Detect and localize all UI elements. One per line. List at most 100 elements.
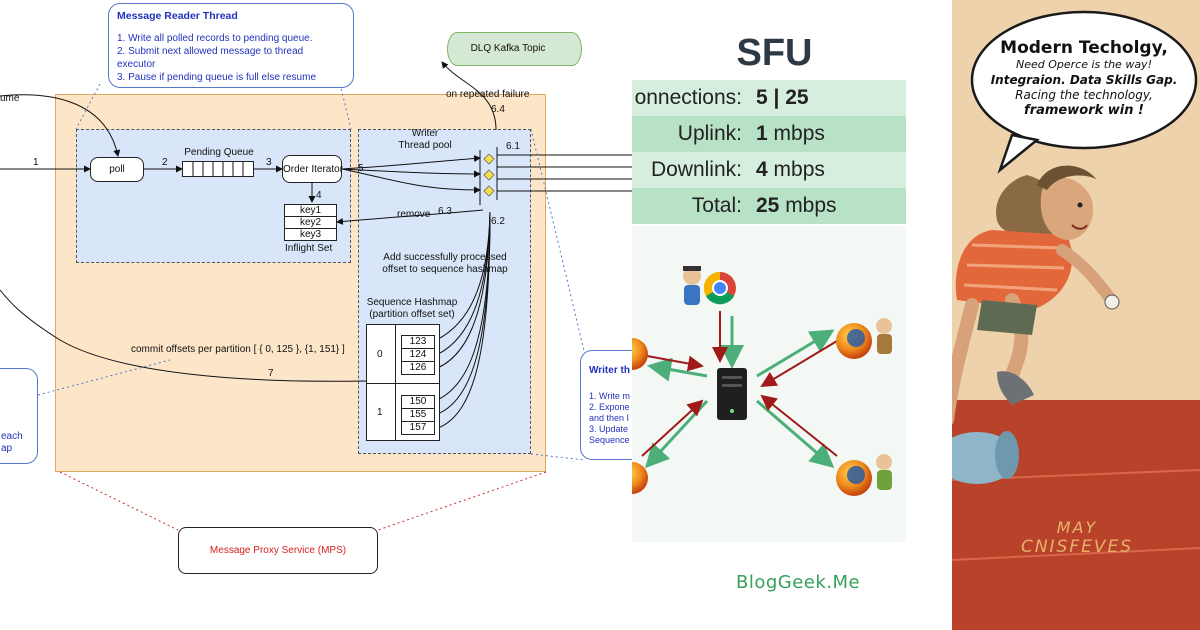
reader-note-title: Message Reader Thread	[117, 10, 238, 22]
stat-row-uplink: Uplink: 1 mbps	[632, 116, 906, 152]
add-offset-label: Add successfully processed	[383, 252, 507, 263]
offset-value: 155	[402, 409, 434, 422]
commit-label: commit offsets per partition [ { 0, 125 …	[131, 344, 345, 355]
offset-value: 126	[409, 362, 427, 373]
bubble-line: framework win !	[1024, 103, 1144, 118]
writer-note-line: and then I	[589, 413, 630, 423]
left-note-line: each	[1, 431, 23, 442]
stat-value-bold: 25	[756, 194, 780, 217]
reader-note: Message Reader Thread 1. Write all polle…	[108, 3, 354, 88]
step-label: 3	[266, 157, 272, 168]
inflight-set: key1 key2 key3	[284, 204, 337, 241]
sfu-topology	[632, 226, 906, 542]
stat-key: Downlink:	[650, 158, 742, 181]
writer-pool-label: Thread pool	[398, 140, 452, 151]
mps-box: Message Proxy Service (MPS)	[178, 527, 378, 574]
writer-thread-diamonds	[483, 154, 495, 197]
sfu-title: SFU	[736, 32, 813, 74]
step-label: 4	[316, 190, 322, 201]
stat-unit: mbps	[767, 158, 825, 181]
offset-set-p1: 150 155 157	[401, 395, 435, 435]
seq-hashmap-subtitle: (partition offset set)	[369, 309, 455, 320]
writer-note-line: 2. Expone	[589, 402, 630, 412]
step-label: 6.4	[491, 104, 505, 115]
stat-key: onnections:	[634, 86, 742, 109]
step-label: 7	[268, 368, 274, 379]
stat-value-bold: 4	[756, 158, 768, 181]
offset-value: 124	[402, 349, 434, 362]
remove-label: remove	[397, 209, 431, 220]
diagram-connectors	[0, 61, 632, 531]
stat-row-downlink: Downlink: 4 mbps	[632, 152, 906, 188]
architecture-diagram-panel: Message Reader Thread 1. Write all polle…	[0, 3, 632, 574]
seq-hashmap-title: Sequence Hashmap	[366, 297, 458, 308]
stat-value: 25 mbps	[756, 194, 837, 218]
stat-unit: mbps	[767, 122, 825, 145]
inflight-key: key1	[285, 205, 336, 217]
order-iterator-label: Order Iterator	[283, 164, 344, 175]
stat-value: 1 mbps	[756, 122, 825, 146]
reader-note-line: 3. Pause if pending queue is full else r…	[117, 72, 317, 83]
blog-brand: BlogGeek.Me	[736, 572, 861, 593]
stat-row-total: Total: 25 mbps	[632, 188, 906, 224]
dlq-topic-label: DLQ Kafka Topic	[470, 43, 546, 54]
reader-note-line: executor	[117, 59, 156, 70]
dlq-topic: DLQ Kafka Topic	[447, 32, 582, 66]
writer-note-line: Sequence	[589, 435, 630, 445]
offset-set-p0: 123 124 126	[401, 335, 435, 375]
add-offset-label: offset to sequence hashmap	[382, 264, 508, 275]
poll-box: poll	[90, 157, 144, 182]
left-note: each ap	[0, 368, 38, 464]
writer-note-title: Writer th	[589, 365, 630, 376]
writer-pool-label: Writer	[411, 128, 439, 139]
floor-line: CNISFEVES	[1020, 537, 1134, 557]
pending-queue-label: Pending Queue	[184, 147, 254, 158]
partition-id: 0	[377, 349, 383, 360]
inflight-set-label: Inflight Set	[285, 243, 333, 254]
bubble-line: Modern Techolgy,	[1000, 38, 1168, 58]
reader-note-line: 2. Submit next allowed message to thread	[117, 46, 304, 57]
offset-value: 123	[402, 336, 434, 349]
speech-bubble-text: Modern Techolgy, Need Operce is the way!…	[980, 38, 1188, 119]
bubble-line: Need Operce is the way!	[1016, 58, 1152, 71]
stat-key: Uplink:	[677, 122, 742, 145]
comic-panel: Modern Techolgy, Need Operce is the way!…	[952, 0, 1200, 630]
floor-line: MAY	[1056, 518, 1098, 537]
stat-unit: mbps	[779, 194, 837, 217]
step-label: 6.3	[438, 206, 452, 217]
step-label: 5	[358, 163, 364, 174]
seq-hashmap: 0 1 123 124 126 150 155 157	[366, 324, 440, 441]
inflight-key: key3	[299, 229, 322, 240]
pending-queue	[182, 161, 254, 177]
writer-note-line: 3. Update	[589, 424, 629, 434]
sfu-panel: SFU onnections: 5 | 25 Uplink: 1 mbps Do…	[632, 0, 952, 630]
step-label: 1	[33, 157, 39, 168]
poll-label: poll	[109, 164, 125, 175]
stat-value: 4 mbps	[756, 158, 825, 182]
writer-note: Writer th 1. Write m 2. Expone and then …	[580, 350, 632, 460]
step-label: 6.1	[506, 141, 520, 152]
stat-key: Total:	[691, 194, 742, 217]
step-label: 6.2	[491, 216, 505, 227]
bubble-line: Integraion. Data Skills Gap.	[990, 73, 1178, 87]
on-failure-label: on repeated failure	[446, 89, 530, 100]
left-note-line: ap	[1, 443, 13, 454]
inflight-key: key2	[285, 217, 336, 229]
resume-fragment: ume	[0, 93, 20, 104]
writer-note-line: 1. Write m	[589, 391, 630, 401]
stat-value: 5 | 25	[756, 86, 809, 110]
comic-illustration	[952, 0, 1200, 630]
bubble-line: Racing the technology,	[1015, 88, 1153, 102]
stat-value-bold: 1	[756, 122, 768, 145]
partition-id: 1	[377, 407, 383, 418]
stat-value-bold: 5 | 25	[756, 86, 809, 109]
offset-value: 150	[402, 396, 434, 409]
sfu-topology-graphic	[632, 266, 892, 496]
floor-lettering: MAY CNISFEVES	[992, 518, 1162, 557]
offset-value: 157	[409, 422, 427, 433]
stat-row-connections: onnections: 5 | 25	[632, 80, 906, 116]
mps-label: Message Proxy Service (MPS)	[209, 545, 347, 556]
step-label: 2	[162, 157, 168, 168]
order-iterator-box: Order Iterator	[282, 155, 344, 183]
reader-note-line: 1. Write all polled records to pending q…	[117, 33, 313, 44]
